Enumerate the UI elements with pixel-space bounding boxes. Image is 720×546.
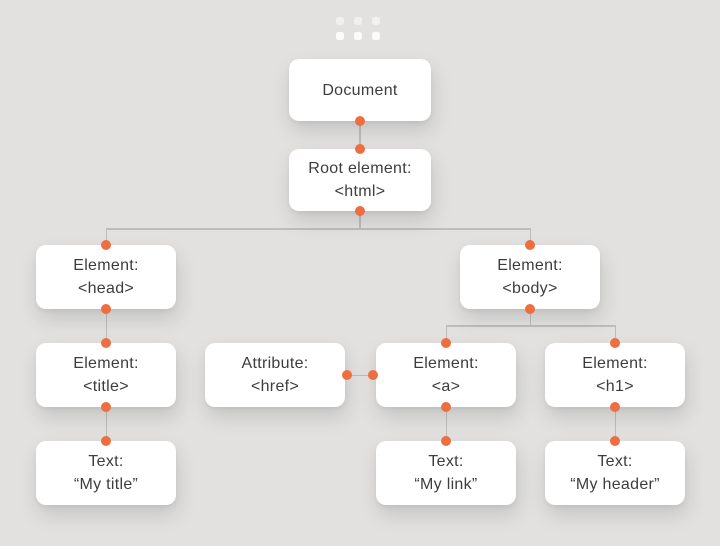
node-label-line1: Element: <box>73 355 139 372</box>
connector-line <box>105 228 107 245</box>
node-label-line1: Root element: <box>308 160 412 177</box>
node-label-line2: <html> <box>334 183 386 200</box>
node-label-line1: Text: <box>428 453 464 470</box>
connector-line <box>529 228 531 245</box>
node-label-line2: <a> <box>431 378 461 395</box>
node-label-line1: Document <box>322 81 398 99</box>
connector-line <box>445 325 447 343</box>
connection-dot <box>355 206 365 216</box>
node-element-title: Element: <title> <box>36 343 176 407</box>
dot <box>372 32 380 40</box>
node-text-my-title: Text: “My title” <box>36 441 176 505</box>
connector-line <box>445 407 447 441</box>
node-label-line1: Text: <box>597 453 633 470</box>
node-document: Document <box>289 59 431 121</box>
node-element-h1: Element: <h1> <box>545 343 685 407</box>
connection-dot <box>441 338 451 348</box>
dot <box>354 32 362 40</box>
dots-grid-icon <box>336 17 380 40</box>
node-label-line2: <title> <box>83 378 129 395</box>
dot <box>336 32 344 40</box>
node-label-line1: Attribute: <box>241 355 309 372</box>
connector-line <box>614 325 616 343</box>
connection-dot <box>101 436 111 446</box>
connector-line <box>345 374 376 376</box>
node-label-line1: Element: <box>413 355 479 372</box>
node-text-my-link: Text: “My link” <box>376 441 516 505</box>
connection-dot <box>101 338 111 348</box>
connector-line <box>445 325 616 327</box>
connection-dot <box>441 436 451 446</box>
node-label-line2: <h1> <box>596 378 634 395</box>
connector-line <box>359 211 361 229</box>
node-element-head: Element: <head> <box>36 245 176 309</box>
node-text-my-header: Text: “My header” <box>545 441 685 505</box>
connection-dot <box>342 370 352 380</box>
node-attribute-href: Attribute: <href> <box>205 343 345 407</box>
node-label-line1: Element: <box>497 257 563 274</box>
node-element-a: Element: <a> <box>376 343 516 407</box>
node-label-line1: Element: <box>582 355 648 372</box>
node-element-body: Element: <body> <box>460 245 600 309</box>
connection-dot <box>610 338 620 348</box>
connection-dot <box>355 116 365 126</box>
connector-line <box>105 228 531 230</box>
dot <box>336 17 344 25</box>
node-label-line2: <head> <box>77 280 135 297</box>
node-label-line2: “My title” <box>73 476 139 493</box>
connector-line <box>105 407 107 441</box>
node-label-line2: “My header” <box>570 476 660 493</box>
connector-line <box>359 121 361 149</box>
node-label-line1: Element: <box>73 257 139 274</box>
connection-dot <box>355 144 365 154</box>
node-label-line2: <href> <box>250 378 300 395</box>
connection-dot <box>441 402 451 412</box>
connection-dot <box>101 304 111 314</box>
connector-line <box>614 407 616 441</box>
node-label-line2: “My link” <box>414 476 478 493</box>
node-label-line2: <body> <box>502 280 558 297</box>
connector-line <box>529 309 531 326</box>
connector-line <box>105 309 107 343</box>
dot <box>354 17 362 25</box>
node-label-line1: Text: <box>88 453 124 470</box>
connection-dot <box>610 436 620 446</box>
node-root-element-html: Root element: <html> <box>289 149 431 211</box>
connection-dot <box>368 370 378 380</box>
dot <box>372 17 380 25</box>
connection-dot <box>525 304 535 314</box>
connection-dot <box>525 240 535 250</box>
connection-dot <box>101 402 111 412</box>
connection-dot <box>610 402 620 412</box>
connection-dot <box>101 240 111 250</box>
